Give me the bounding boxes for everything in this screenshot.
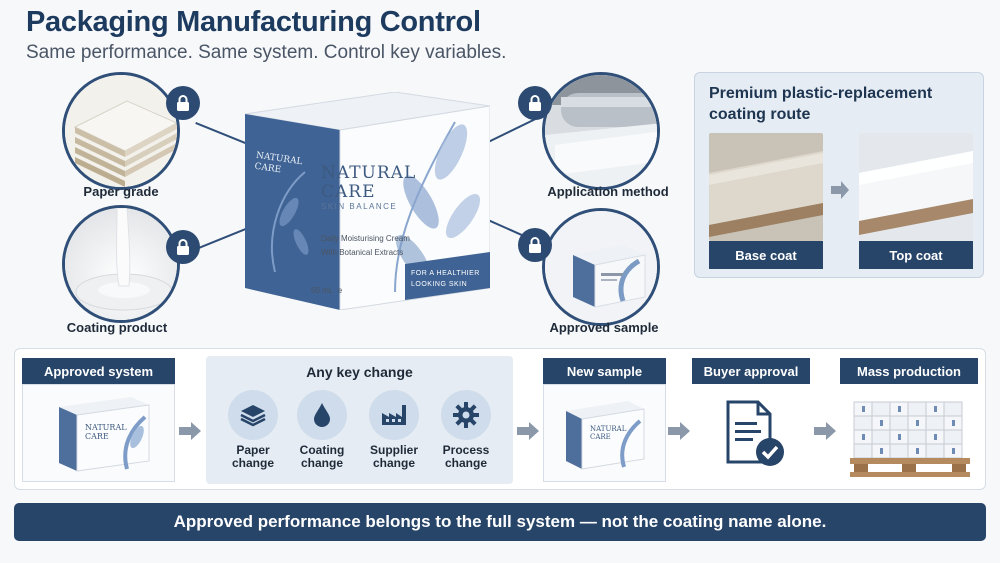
factory-icon: [369, 390, 419, 440]
premium-coating-title: Premium plastic-replacement coating rout…: [709, 85, 933, 123]
new-sample-image: NATURAL CARE: [543, 384, 666, 482]
coating-product-image: [62, 205, 180, 323]
top-coat-label: Top coat: [859, 241, 973, 269]
lock-icon: [166, 86, 200, 120]
connector-coating: [196, 226, 251, 250]
approved-sample-image: [542, 208, 660, 326]
paper-grade-image: [62, 72, 180, 190]
pallet-image: [848, 392, 972, 483]
key-change-title: Any key change: [306, 364, 413, 380]
box-brand: NATURAL CARE: [321, 163, 417, 202]
layers-icon: [228, 390, 278, 440]
paper-grade-label: Paper grade: [83, 184, 159, 199]
connector-paper: [195, 122, 252, 146]
box-tagline: SKIN BALANCE: [321, 202, 398, 211]
mini-box-brand: NATURAL CARE: [590, 425, 627, 441]
premium-coating-panel: Premium plastic-replacement coating rout…: [694, 72, 984, 278]
base-coat-image: [709, 133, 823, 241]
new-sample-header: New sample: [543, 358, 666, 384]
arrow-right-icon: [829, 179, 851, 206]
box-slogan: FOR A HEALTHIER LOOKING SKIN: [411, 270, 480, 288]
approved-system-header: Approved system: [22, 358, 175, 384]
lock-icon: [166, 230, 200, 264]
coating-product-label: Coating product: [66, 320, 168, 335]
box-volume: 50 mL e: [311, 286, 343, 295]
lock-icon: [518, 228, 552, 262]
lock-icon: [518, 86, 552, 120]
mass-production-header: Mass production: [840, 358, 978, 384]
droplet-icon: [297, 390, 347, 440]
mini-box-brand: NATURAL CARE: [85, 423, 127, 441]
application-method-image: [542, 72, 660, 190]
approved-sample-label: Approved sample: [549, 320, 659, 335]
document-check-icon: [722, 398, 788, 475]
base-coat-label: Base coat: [709, 241, 823, 269]
arrow-right-icon: [812, 420, 838, 442]
footer-banner: Approved performance belongs to the full…: [14, 503, 986, 541]
top-coat-image: [859, 133, 973, 241]
box-description: Daily Moisturising Cream With Botanical …: [321, 234, 410, 257]
buyer-approval-header: Buyer approval: [692, 358, 810, 384]
arrow-right-icon: [666, 420, 692, 442]
approved-system-image: NATURAL CARE: [22, 384, 175, 482]
page-title: Packaging Manufacturing Control: [26, 6, 481, 38]
application-method-label: Application method: [547, 184, 669, 199]
arrow-right-icon: [177, 420, 203, 442]
gear-icon: [441, 390, 491, 440]
arrow-right-icon: [515, 420, 541, 442]
page-subtitle: Same performance. Same system. Control k…: [26, 42, 507, 63]
product-box-image: NATURAL CARE NATURAL CARE SKIN BALANCE D…: [244, 91, 491, 311]
